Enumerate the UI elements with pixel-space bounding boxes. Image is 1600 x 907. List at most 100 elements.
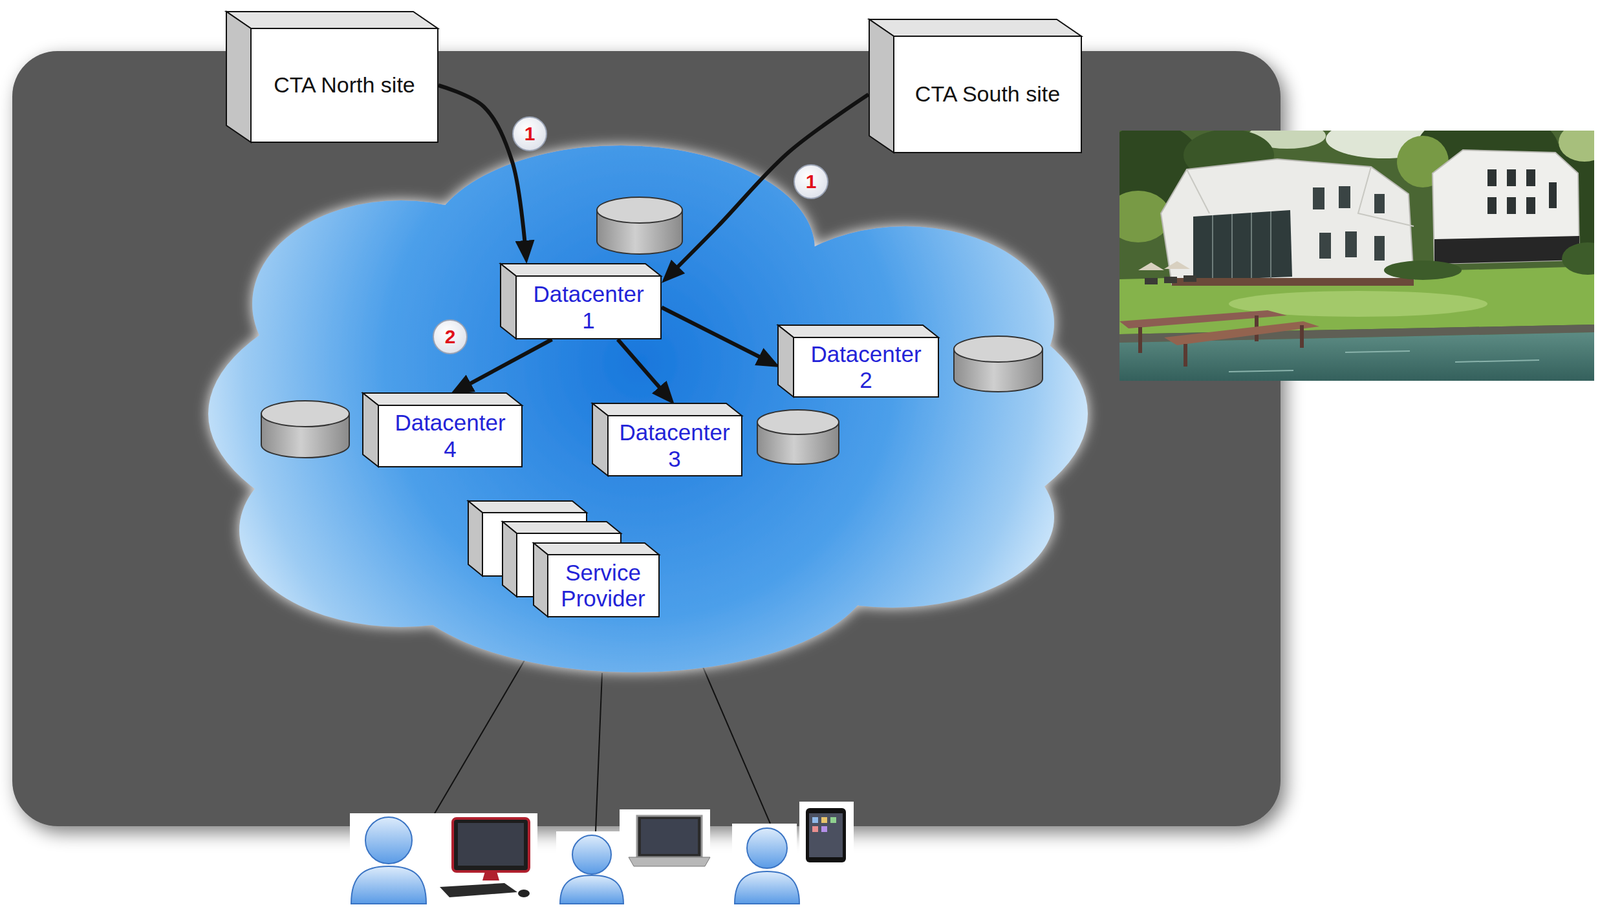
box-top-face [500, 263, 661, 277]
umbrella [1138, 262, 1165, 271]
text-group: Service Provider [554, 560, 652, 613]
box-side-face [778, 325, 794, 398]
connector-arrow [617, 339, 671, 400]
tree [1558, 130, 1595, 162]
connector-arrow [438, 85, 526, 257]
app-icon [812, 826, 819, 833]
jetty [1164, 321, 1320, 346]
ripple [1345, 351, 1410, 353]
callout-circle: 1 [793, 164, 829, 200]
table [1144, 278, 1158, 285]
monitor-stand [482, 871, 500, 881]
box-side-face [869, 19, 894, 153]
text-group: CTA South site [915, 81, 1060, 107]
window [1487, 169, 1497, 187]
box-side-face [500, 263, 517, 339]
monitor-icon [452, 818, 530, 872]
window [1319, 232, 1331, 259]
tablet-icon [805, 808, 846, 863]
disk-symbol [953, 336, 1043, 363]
hedge [1383, 260, 1462, 281]
box-top-face [533, 543, 660, 555]
building-photo [1119, 130, 1595, 381]
icon-ground [619, 809, 711, 875]
user-link [595, 673, 603, 832]
glass-facade [1193, 210, 1293, 281]
jetty-post [1138, 327, 1143, 354]
callout-number: 1 [524, 124, 536, 144]
window [1345, 231, 1357, 258]
cloud-part [756, 226, 1055, 421]
datacenter-box: Datacenter 2 [792, 336, 940, 398]
box-side-face [362, 393, 379, 467]
user-icon [734, 871, 800, 905]
laptop-screen [640, 819, 698, 855]
jetty-post [1183, 344, 1188, 367]
window [1506, 169, 1516, 187]
user-link [433, 658, 526, 815]
building [1160, 159, 1414, 285]
box-side-face [226, 11, 251, 143]
stacked-box [468, 501, 483, 577]
window [1548, 182, 1557, 209]
jetty [1119, 310, 1287, 329]
hedge [1561, 242, 1595, 275]
user-link [699, 658, 771, 824]
table [1164, 276, 1178, 284]
window [1374, 236, 1385, 261]
table [1183, 275, 1197, 282]
node-text: Datacenter 4 [390, 410, 511, 463]
text-group: Datacenter 1 [529, 281, 649, 334]
user-icon [351, 866, 427, 905]
ripple [1228, 370, 1294, 372]
stacked-box [502, 521, 621, 534]
mullion [1250, 212, 1253, 279]
tablet-screen [809, 813, 843, 858]
mullion [1211, 215, 1214, 281]
text-group: Datacenter 3 [615, 419, 735, 473]
callout-circle: 2 [432, 319, 468, 355]
box-top-face [362, 393, 522, 406]
box-top-face [592, 403, 742, 416]
text-group: CTA North site [273, 72, 416, 98]
text-group: Datacenter 2 [806, 341, 927, 394]
node-text: Datacenter 3 [615, 419, 735, 473]
box-top-face [778, 325, 939, 338]
cloud-part [252, 200, 550, 408]
icon-ground [349, 813, 538, 907]
window [1526, 197, 1536, 215]
laptop-icon [637, 816, 702, 858]
background-panel [12, 51, 1281, 827]
window [1487, 197, 1497, 215]
facet-line [1358, 166, 1414, 227]
app-icon [821, 826, 828, 833]
datacenter-box: Datacenter 3 [607, 415, 743, 477]
jetty-post [1299, 325, 1304, 348]
box-side-face [533, 543, 548, 617]
node-text: Datacenter 1 [529, 281, 649, 334]
window [1312, 187, 1325, 210]
node-text: CTA South site [915, 81, 1060, 107]
node-text: CTA North site [273, 72, 416, 98]
box-side-face [592, 403, 608, 476]
stacked-box [468, 501, 587, 513]
disk-symbol [261, 400, 350, 427]
user-icon [560, 875, 624, 905]
window [1506, 197, 1516, 215]
window [1526, 169, 1536, 187]
service-provider-box: Service Provider [547, 554, 660, 618]
callout-circle: 1 [512, 116, 548, 152]
icon-ground [799, 801, 854, 870]
keyboard-icon [439, 883, 518, 898]
deck [1171, 278, 1414, 286]
app-icon [812, 817, 819, 824]
box-top-face [226, 11, 438, 29]
user-icon [746, 828, 788, 869]
box-top-face [869, 19, 1082, 37]
mullion [1270, 211, 1272, 279]
app-icon [821, 817, 828, 824]
monitor-screen [457, 823, 524, 866]
ripple [1455, 360, 1540, 363]
mouse-icon [518, 889, 530, 898]
